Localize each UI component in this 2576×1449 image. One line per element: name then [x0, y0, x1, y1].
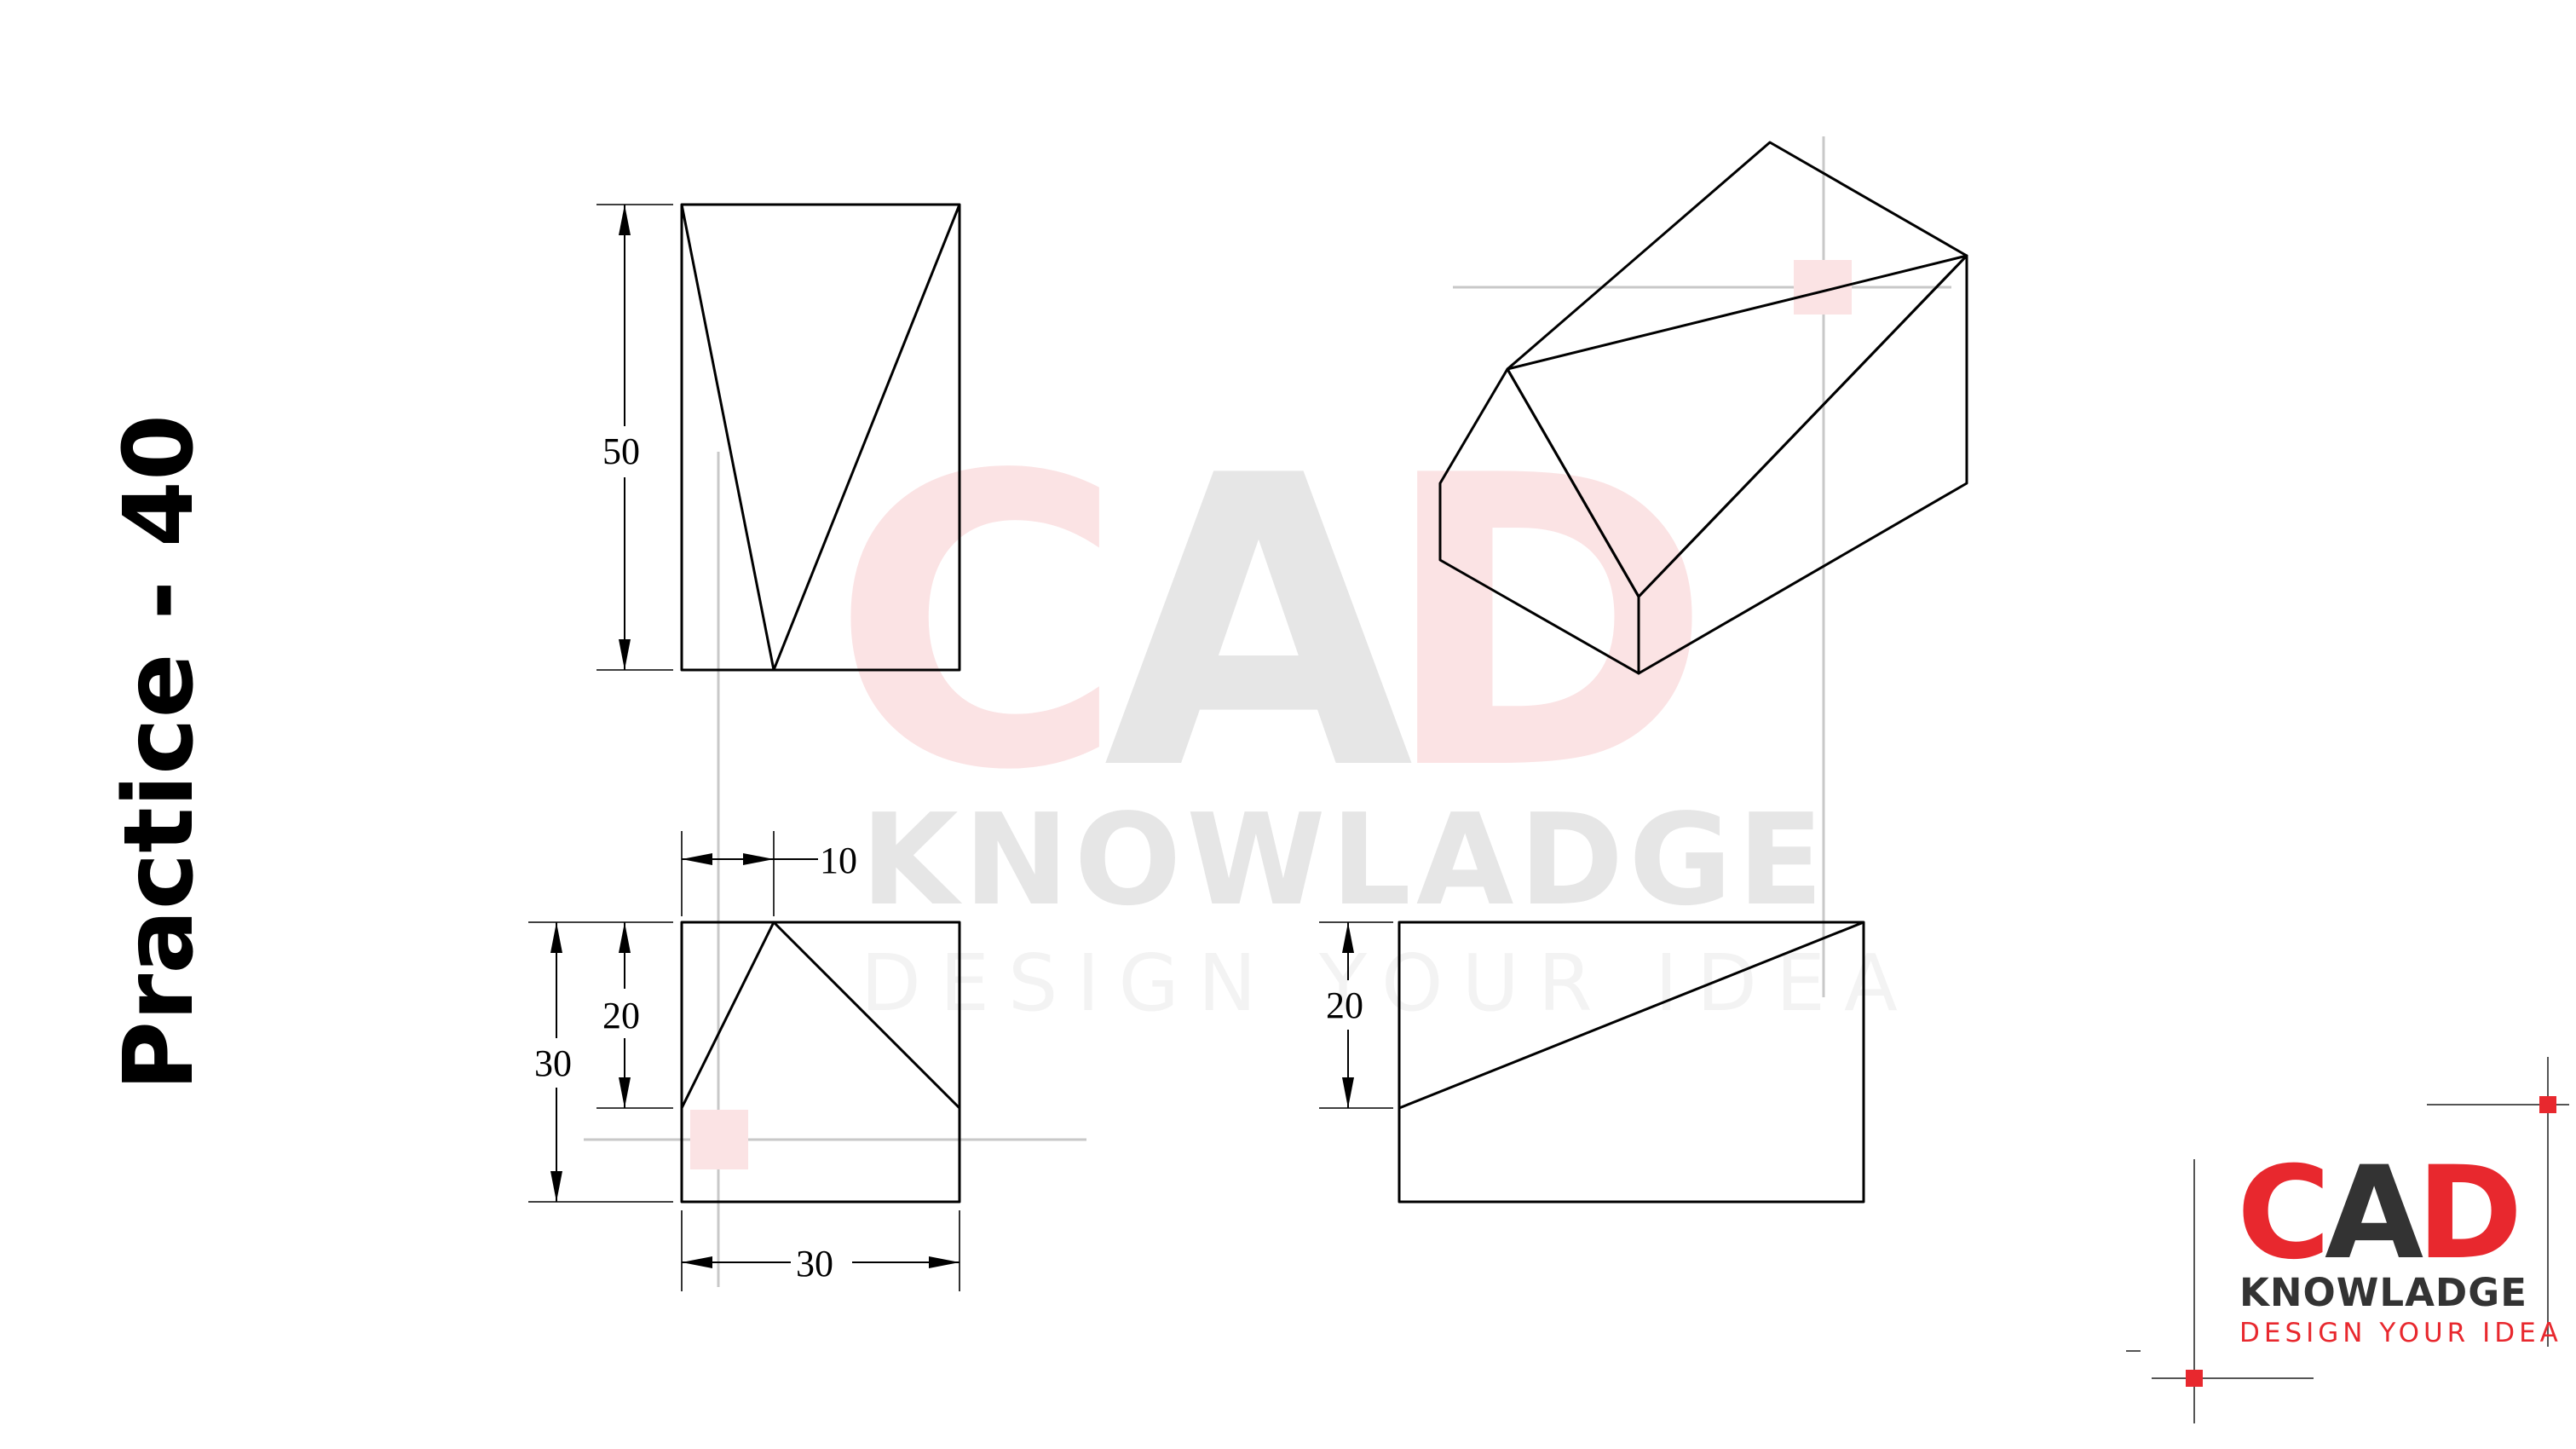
logo-name: KNOWLADGE: [2239, 1270, 2527, 1315]
dim-label-20: 20: [602, 995, 640, 1036]
front-view-v-edges: [680, 204, 961, 672]
dim-label-30-depth: 30: [534, 1042, 572, 1084]
watermark-tagline: DESIGN YOUR IDEA: [861, 938, 1916, 1029]
iso-side-face: [1637, 254, 1968, 675]
watermark-letter-a: A: [1104, 391, 1416, 857]
dim-label-20-side: 20: [1326, 984, 1363, 1026]
top-view-outline: [680, 921, 961, 1204]
brand-logo: C A D KNOWLADGE DESIGN YOUR IDEA: [2126, 1057, 2569, 1423]
guide-marker: [690, 1110, 748, 1169]
iso-end-face: [1438, 367, 1640, 675]
logo-letter-a: A: [2325, 1140, 2423, 1288]
side-view: 20: [1319, 921, 1865, 1204]
logo-tagline: DESIGN YOUR IDEA: [2239, 1318, 2562, 1348]
side-view-outline: [1397, 921, 1865, 1204]
top-view-ridge: [680, 921, 961, 1110]
front-view-outline: [680, 203, 961, 672]
front-view: 50: [596, 203, 961, 672]
logo-letter-d: D: [2417, 1140, 2523, 1288]
guide-lines: [584, 136, 1951, 1287]
side-view-slope: [1398, 921, 1864, 1110]
dim-label-10: 10: [820, 840, 857, 881]
watermark-letter-c: C: [831, 391, 1125, 857]
logo-marker: [2186, 1370, 2203, 1387]
dim-label-50: 50: [602, 430, 640, 472]
isometric-view: [1438, 141, 1968, 675]
logo-marker: [2539, 1096, 2556, 1113]
top-view: 10 20 30 30: [528, 831, 961, 1291]
watermark: C A D KNOWLADGE DESIGN YOUR IDEA: [831, 391, 1916, 1029]
logo-letter-c: C: [2237, 1140, 2331, 1288]
page-title: Practice - 40: [104, 414, 215, 1091]
dim-label-30-width: 30: [796, 1243, 833, 1284]
watermark-name: KNOWLADGE: [861, 787, 1829, 933]
watermark-letter-d: D: [1380, 391, 1713, 857]
iso-ridge-line: [1507, 254, 1968, 371]
